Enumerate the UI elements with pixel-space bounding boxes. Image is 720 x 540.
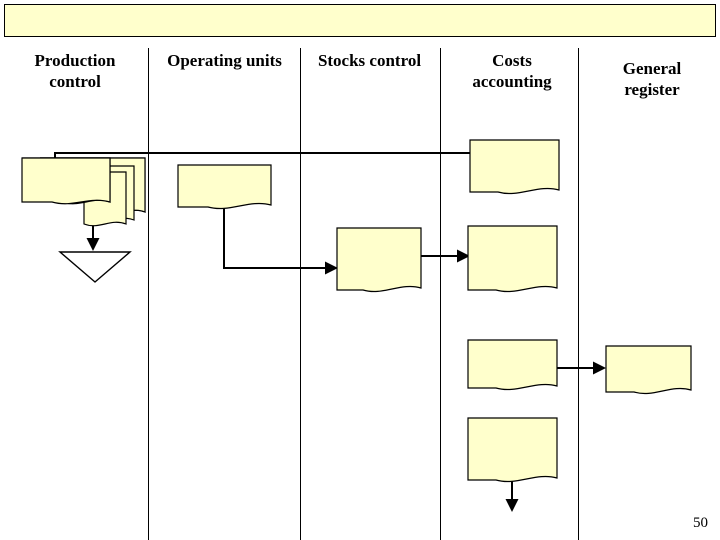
column-header-general-register: General register: [588, 58, 716, 100]
doc-operating-units: [177, 164, 272, 215]
column-header-line2: accounting: [472, 72, 552, 91]
doc-costs-top: [469, 139, 562, 202]
title-banner: [4, 4, 716, 37]
doc-costs-middle: [467, 225, 560, 298]
column-header-line1: General: [622, 59, 682, 78]
column-header-line1: Production: [34, 51, 116, 70]
doc-production-stack: [21, 157, 152, 240]
column-header-line1: Costs: [492, 51, 532, 70]
column-divider-4: [578, 48, 579, 540]
doc-costs-lower: [467, 339, 560, 398]
column-header-line1: Stocks control: [317, 51, 422, 70]
connector-operating-to-stocks: [223, 205, 338, 275]
column-header-operating-units: Operating units: [152, 50, 297, 71]
column-header-production-control: Production control: [10, 50, 140, 92]
column-header-line1: Operating units: [167, 51, 282, 70]
column-header-line2: control: [49, 72, 101, 91]
page-number: 50: [693, 515, 708, 531]
column-header-costs-accounting: Costs accounting: [447, 50, 577, 92]
doc-stocks-control: [336, 227, 423, 298]
connector-costs-to-general-register: [556, 361, 606, 375]
connector-stocks-to-costs-middle: [420, 249, 470, 263]
column-header-line2: register: [624, 80, 680, 99]
file-triangle-shape: [58, 251, 132, 284]
doc-costs-bottom: [467, 417, 560, 488]
doc-general-register: [605, 345, 694, 402]
column-header-stocks-control: Stocks control: [303, 50, 436, 71]
column-divider-3: [440, 48, 441, 540]
column-divider-1: [148, 48, 149, 540]
column-divider-2: [300, 48, 301, 540]
